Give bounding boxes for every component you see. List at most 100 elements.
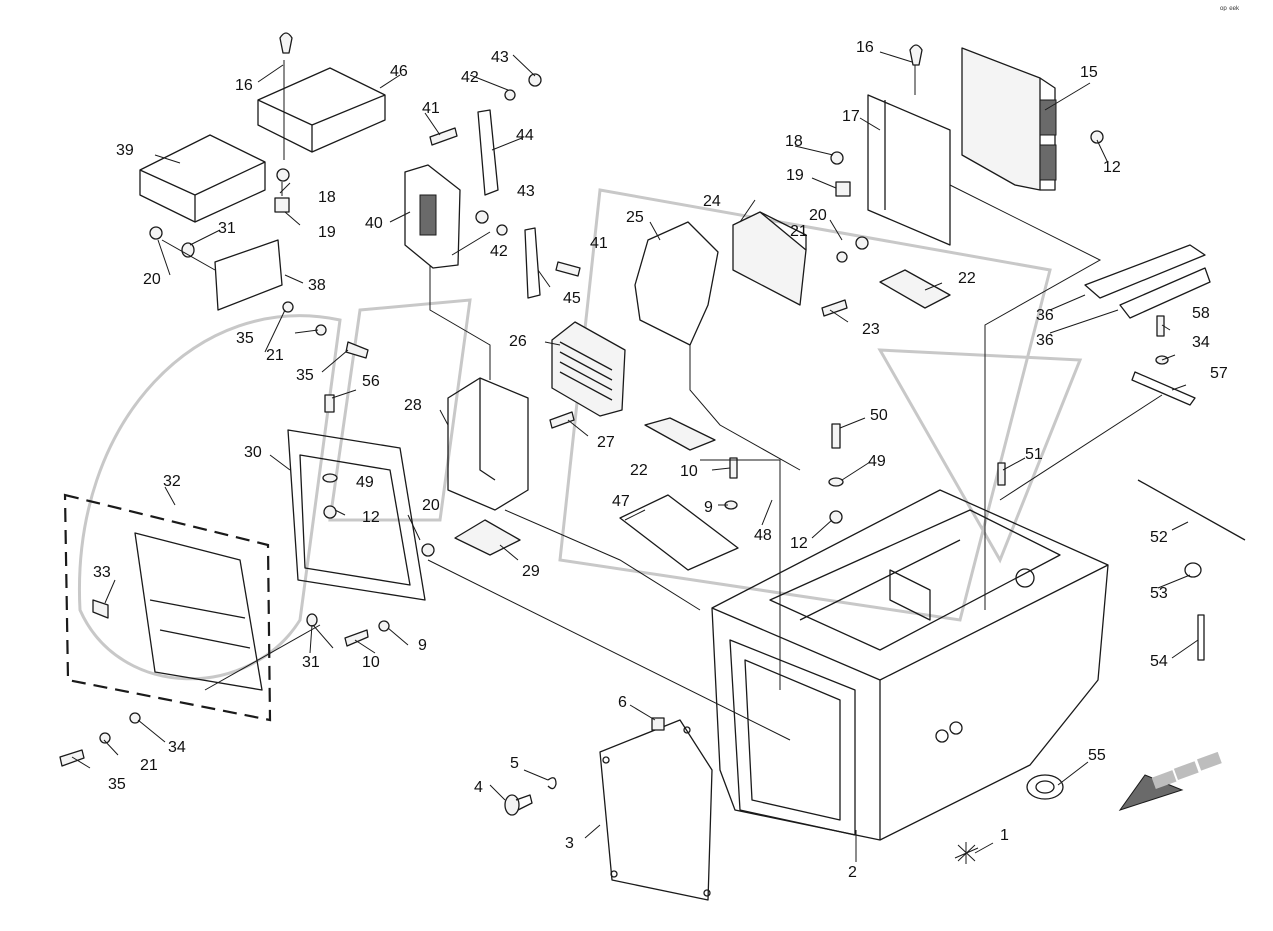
part-6-nut bbox=[651, 717, 665, 731]
callout-58: 58 bbox=[1192, 305, 1210, 322]
callout-42-upper: 42 bbox=[461, 69, 479, 86]
callout-27: 27 bbox=[597, 434, 615, 451]
callout-41-upper: 41 bbox=[422, 100, 440, 117]
callout-34-right: 34 bbox=[1192, 334, 1210, 351]
callout-19-left: 19 bbox=[318, 224, 336, 241]
callout-18-right: 18 bbox=[785, 133, 803, 150]
callout-43-lower: 43 bbox=[517, 183, 535, 200]
callout-23: 23 bbox=[862, 321, 880, 338]
part-22-pad-upper bbox=[879, 269, 951, 309]
part-3-cover-plate bbox=[599, 719, 713, 901]
callout-46: 46 bbox=[390, 63, 408, 80]
callout-33: 33 bbox=[93, 564, 111, 581]
callout-9-right: 9 bbox=[704, 499, 713, 516]
callout-35-upper: 35 bbox=[236, 330, 254, 347]
callout-10-left: 10 bbox=[362, 654, 380, 671]
part-2-main-housing bbox=[711, 489, 1109, 841]
part-24-module bbox=[732, 211, 807, 306]
part-30-frame bbox=[287, 429, 426, 601]
callout-21-bottom: 21 bbox=[140, 757, 158, 774]
callout-55: 55 bbox=[1088, 747, 1106, 764]
part-57-rail bbox=[1131, 371, 1196, 406]
part-36-relay-strip bbox=[1084, 244, 1211, 319]
part-5-clip bbox=[547, 777, 557, 790]
callout-12-upper: 12 bbox=[1103, 159, 1121, 176]
callout-54: 54 bbox=[1150, 653, 1168, 670]
callout-32: 32 bbox=[163, 473, 181, 490]
callout-31-lower: 31 bbox=[302, 654, 320, 671]
callout-16-right: 16 bbox=[856, 39, 874, 56]
part-46-housing bbox=[257, 67, 386, 153]
callout-30: 30 bbox=[244, 444, 262, 461]
callout-51: 51 bbox=[1025, 446, 1043, 463]
callout-15: 15 bbox=[1080, 64, 1098, 81]
part-53-clamp bbox=[1184, 562, 1202, 578]
callout-53: 53 bbox=[1150, 585, 1168, 602]
part-29-pad bbox=[454, 519, 521, 556]
callout-1: 1 bbox=[1000, 827, 1009, 844]
callout-4: 4 bbox=[474, 779, 483, 796]
callout-20-left: 20 bbox=[143, 271, 161, 288]
callout-42-lower: 42 bbox=[490, 243, 508, 260]
callout-5: 5 bbox=[510, 755, 519, 772]
callout-9-left: 9 bbox=[418, 637, 427, 654]
part-39-housing bbox=[139, 134, 266, 223]
callout-35-bottom: 35 bbox=[108, 776, 126, 793]
part-4-pin bbox=[504, 794, 533, 816]
part-55-grommet bbox=[1026, 774, 1064, 800]
part-54-strip bbox=[1197, 614, 1205, 661]
callout-41-lower: 41 bbox=[590, 235, 608, 252]
callout-leaders bbox=[71, 51, 1199, 862]
callout-26: 26 bbox=[509, 333, 527, 350]
callout-20-right: 20 bbox=[809, 207, 827, 224]
direction-arrow-icon bbox=[1118, 751, 1222, 811]
callout-19-right: 19 bbox=[786, 167, 804, 184]
part-38-relay-board bbox=[214, 239, 283, 311]
callout-56: 56 bbox=[362, 373, 380, 390]
corner-watermark-text: ᵒᵖ ᵉᵉᵏ bbox=[1220, 4, 1240, 14]
callout-2: 2 bbox=[848, 864, 857, 881]
callout-49-left: 49 bbox=[356, 474, 374, 491]
callout-12-left: 12 bbox=[362, 509, 380, 526]
part-25-bracket bbox=[634, 221, 719, 346]
part-44-bracket bbox=[477, 109, 499, 196]
assembly-lines bbox=[161, 60, 1163, 741]
callout-34-left: 34 bbox=[168, 739, 186, 756]
asterisk-icon bbox=[954, 842, 979, 864]
callout-6: 6 bbox=[618, 694, 627, 711]
part-15-control-unit bbox=[961, 47, 1057, 191]
callout-31-upper: 31 bbox=[218, 220, 236, 237]
callout-40: 40 bbox=[365, 215, 383, 232]
part-26-heatsink-module bbox=[551, 321, 626, 417]
callout-18-left: 18 bbox=[318, 189, 336, 206]
callout-39: 39 bbox=[116, 142, 134, 159]
callout-3: 3 bbox=[565, 835, 574, 852]
part-33-fuse bbox=[92, 599, 109, 619]
callout-49-right: 49 bbox=[868, 453, 886, 470]
watermark-logo bbox=[77, 188, 1083, 681]
part-17-mounting-plate bbox=[867, 94, 951, 246]
callout-45: 45 bbox=[563, 290, 581, 307]
callout-44: 44 bbox=[516, 127, 534, 144]
callout-12-right: 12 bbox=[790, 535, 808, 552]
callout-47: 47 bbox=[612, 493, 630, 510]
part-22-pad-lower bbox=[644, 417, 716, 451]
part-52-cable-tie bbox=[1137, 479, 1246, 541]
callout-57: 57 bbox=[1210, 365, 1228, 382]
callout-36-lower: 36 bbox=[1036, 332, 1054, 349]
part-28-enclosure bbox=[447, 377, 529, 511]
callout-17: 17 bbox=[842, 108, 860, 125]
part-32-circuit-board-group bbox=[63, 493, 272, 722]
callout-25: 25 bbox=[626, 209, 644, 226]
callout-labels: 1 2 3 4 5 6 9 9 10 10 12 12 12 15 16 16 … bbox=[93, 39, 1228, 881]
callout-21-left: 21 bbox=[266, 347, 284, 364]
callout-29: 29 bbox=[522, 563, 540, 580]
callout-50: 50 bbox=[870, 407, 888, 424]
callout-22-upper: 22 bbox=[958, 270, 976, 287]
callout-48: 48 bbox=[754, 527, 772, 544]
part-40-module bbox=[404, 164, 461, 269]
callout-36-upper: 36 bbox=[1036, 307, 1054, 324]
callout-16-left: 16 bbox=[235, 77, 253, 94]
callout-20-mid: 20 bbox=[422, 497, 440, 514]
